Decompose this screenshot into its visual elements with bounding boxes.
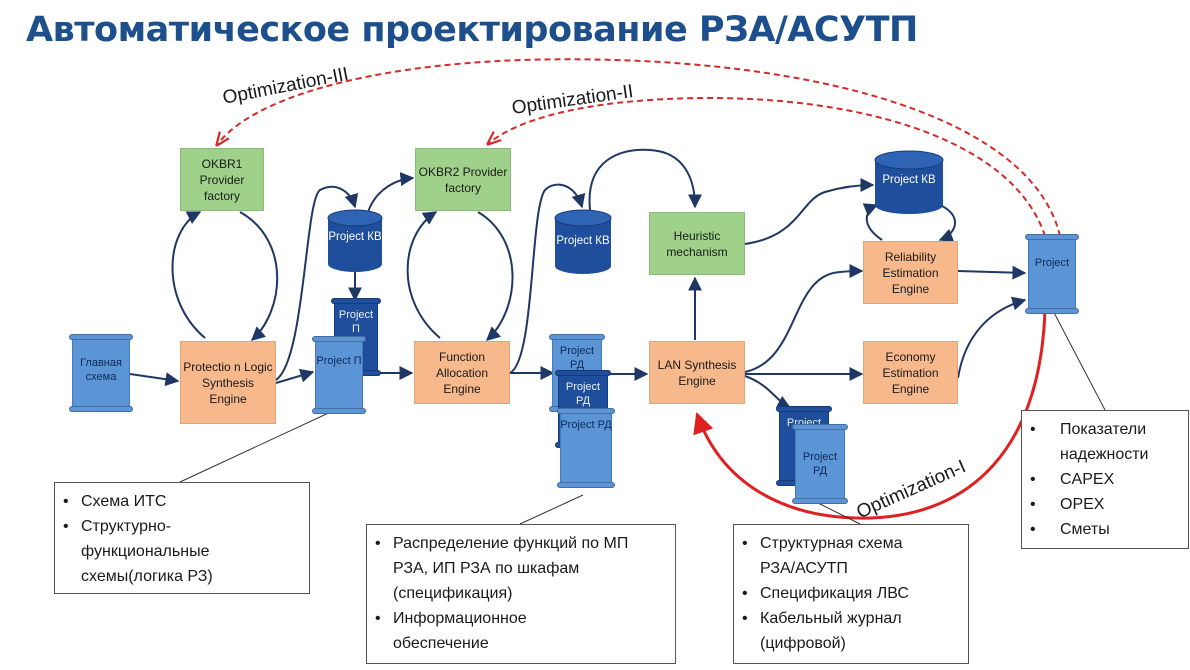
project-rd-document-3: Project РД [557,408,615,488]
optimization-2-arc [488,97,1046,237]
note-its: Схема ИТС Структурно-функциональные схем… [54,482,310,594]
note-indicators-item: Сметы [1022,517,1188,542]
protection-logic-synthesis-engine: Protectio n Logic Synthesis Engine [180,341,276,424]
heuristic-mechanism: Heuristic mechanism [649,212,745,275]
reliability-estimation-engine: Reliability Estimation Engine [863,241,958,304]
callout-lines [179,304,1106,525]
economy-estimation-engine: Economy Estimation Engine [863,341,958,404]
project-kb-2-label: Project КВ [556,235,610,247]
note-indicators-item: Показатели надежности [1022,417,1188,467]
project-p-document: Project П [312,336,366,414]
note-structure: Структурная схема РЗА/АСУТП Спецификация… [733,524,969,664]
note-functions-item: Информационное обеспечение [367,606,573,656]
note-functions-item: Распределение функций по МП РЗА, ИП РЗА … [367,531,657,606]
note-structure-item: Кабельный журнал (цифровой) [734,606,950,656]
main-scheme-document: Главная схема [69,334,133,412]
note-its-item: Схема ИТС [55,489,309,514]
note-structure-item: Спецификация ЛВС [734,581,968,606]
note-functions: Распределение функций по МП РЗА, ИП РЗА … [366,524,676,664]
note-indicators-item: OPEX [1022,492,1188,517]
project-kb-3-label: Project КВ [882,174,936,186]
database-project-kb-1 [327,209,383,272]
lan-synthesis-engine: LAN Synthesis Engine [649,341,745,404]
page-title: Автоматическое проектирование РЗА/АСУТП [26,10,918,50]
function-allocation-engine: Function Allocation Engine [414,341,510,404]
project-final-document: Project [1025,234,1079,314]
note-its-item: Структурно-функциональные схемы(логика Р… [55,514,251,589]
okbr2-provider-factory: OKBR2 Provider factory [415,148,511,211]
flow-arrows [129,148,1027,409]
okbr1-provider-factory: OKBR1 Provider factory [180,148,264,211]
project-rd-document-5: Project РД [792,424,848,504]
note-structure-item: Структурная схема РЗА/АСУТП [734,531,940,581]
note-indicators: Показатели надежности CAPEX OPEX Сметы [1021,410,1189,549]
note-indicators-item: CAPEX [1022,467,1188,492]
optimization-3-arc [217,58,1061,237]
database-project-kb-3 [874,150,944,214]
database-project-kb-2 [554,209,612,274]
project-kb-1-label: Project КВ [328,231,382,243]
